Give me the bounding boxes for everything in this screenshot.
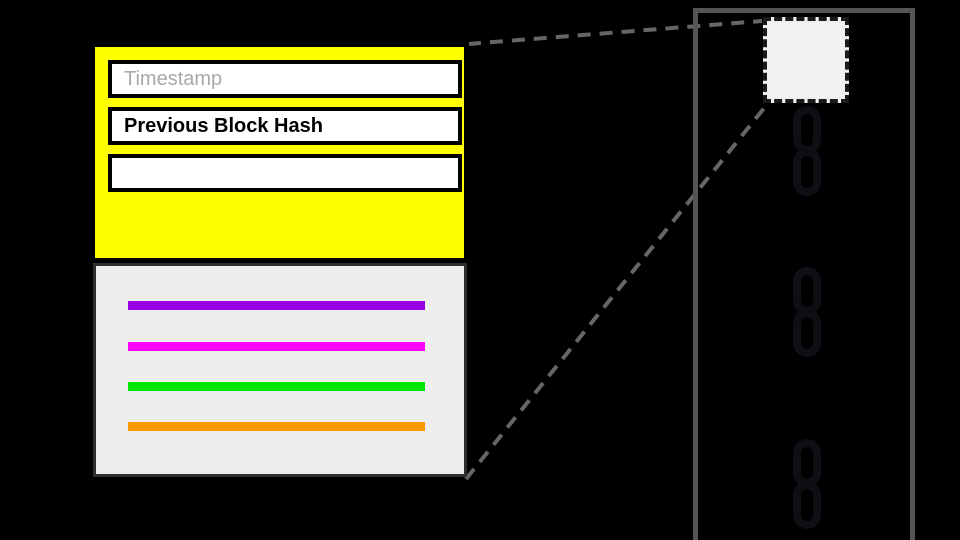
timestamp-label: Timestamp xyxy=(124,67,223,90)
chain-link-icon xyxy=(793,309,821,357)
chain-link-icon xyxy=(793,267,821,315)
chain-link-icon xyxy=(793,106,821,154)
chain-link-icon xyxy=(793,439,821,487)
transaction-bar xyxy=(128,342,425,351)
chain-link-icon xyxy=(793,148,821,196)
previous-block-hash-field: Previous Block Hash xyxy=(108,107,462,145)
empty-field xyxy=(108,154,462,192)
chain-block-highlighted xyxy=(763,17,849,103)
block-body xyxy=(93,263,467,477)
timestamp-field: Timestamp xyxy=(108,60,462,98)
chain-link-icon xyxy=(793,481,821,529)
zoom-connector-bottom xyxy=(464,105,767,481)
transaction-bar xyxy=(128,382,425,391)
zoom-connector-top xyxy=(467,19,763,46)
chain-panel xyxy=(693,8,915,540)
transaction-bar xyxy=(128,301,425,310)
transaction-bar xyxy=(128,422,425,431)
previous-block-hash-label: Previous Block Hash xyxy=(124,114,323,137)
